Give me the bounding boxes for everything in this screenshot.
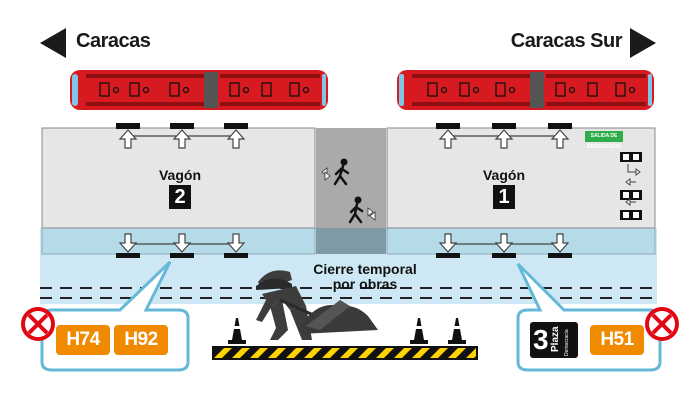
arrow-right-icon xyxy=(630,28,656,58)
bus-right xyxy=(397,70,654,110)
direction-right-label: Caracas Sur xyxy=(510,30,623,52)
pedestrian-icon-bottom xyxy=(348,196,376,224)
traffic-cone-icon xyxy=(448,318,466,344)
platform-1-lower xyxy=(386,227,656,255)
destination-badge-word: Plaza xyxy=(550,326,561,352)
route-badge-h74: H74 xyxy=(56,325,110,355)
car-1-label: Vagón 1 xyxy=(474,167,534,209)
door-arrows-top-right xyxy=(438,129,570,149)
destination-badge-plaza-democracia: 3 Plaza Democracia xyxy=(530,322,578,358)
traffic-cone-icon xyxy=(228,318,246,344)
car-1-number: 1 xyxy=(493,185,515,209)
car-2-title: Vagón xyxy=(158,167,201,183)
car-1-title: Vagón xyxy=(482,167,525,183)
doors-top-left xyxy=(116,123,248,129)
no-entry-icon-right xyxy=(645,307,679,341)
destination-badge-number: 3 xyxy=(533,324,549,355)
car-2-label: Vagón 2 xyxy=(150,167,210,209)
emergency-exit-label: SALIDA DE EMERGENCIA xyxy=(587,133,621,150)
door-arrows-top-left xyxy=(118,129,246,149)
doors-bottom-right xyxy=(436,253,572,258)
destination-badge-sub: Democracia xyxy=(564,329,570,356)
emergency-exit-sign: SALIDA DE EMERGENCIA xyxy=(585,131,623,150)
platform-1 xyxy=(386,127,656,229)
side-doors-right xyxy=(620,152,642,220)
pedestrian-icon-top xyxy=(321,158,350,186)
door-arrows-bottom-left xyxy=(118,233,246,253)
crossing-lower xyxy=(316,228,386,254)
route-badge-h92: H92 xyxy=(114,325,168,355)
car-2-number: 2 xyxy=(169,185,191,209)
worker-icon xyxy=(256,270,378,340)
doors-bottom-left xyxy=(116,253,248,258)
closure-line-2: por obras xyxy=(332,276,398,292)
route-badge-h51: H51 xyxy=(590,325,644,355)
hazard-barrier xyxy=(212,346,478,360)
closure-line-1: Cierre temporal xyxy=(313,261,417,277)
traffic-cone-icon xyxy=(410,318,428,344)
arrow-left-icon xyxy=(40,28,66,58)
door-arrows-bottom-right xyxy=(438,233,570,253)
doors-top-right xyxy=(436,123,572,129)
closure-notice: Cierre temporal por obras xyxy=(290,262,440,292)
direction-left-label: Caracas xyxy=(76,30,151,52)
bus-left xyxy=(70,70,328,110)
no-entry-icon-left xyxy=(21,307,55,341)
